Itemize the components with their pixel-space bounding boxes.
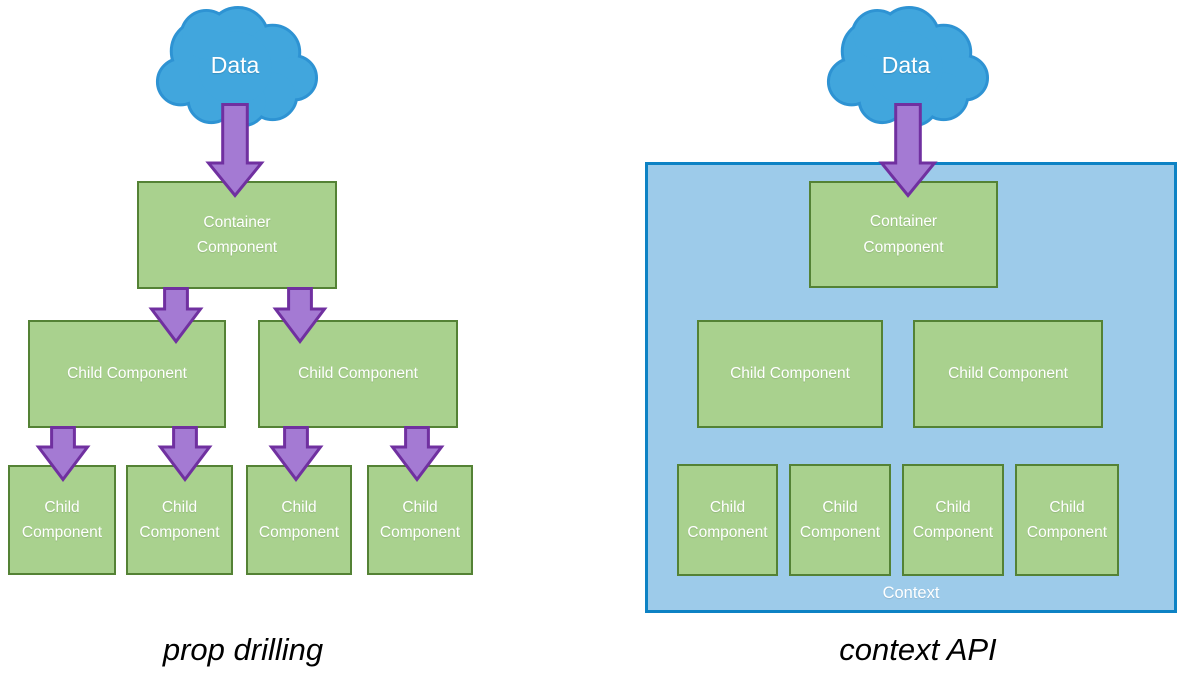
box-label: Child Component [21, 498, 103, 541]
box-label: Child Component [1026, 498, 1108, 541]
box-label: Child Component [139, 498, 220, 541]
child-component-box: Child Component [902, 464, 1004, 576]
box-label: Container Component [196, 213, 278, 256]
down-arrow-icon [148, 287, 204, 344]
down-arrow-icon [157, 426, 213, 482]
box-label: Container Component [863, 213, 944, 256]
box-label: Child Component [258, 498, 340, 541]
child-component-box: Child Component [1015, 464, 1119, 576]
container-component-box: Container Component [137, 181, 337, 289]
child-component-box: Child Component [697, 320, 883, 428]
child-component-box: Child Component [789, 464, 891, 576]
down-arrow-icon [878, 103, 938, 198]
box-label: Child Component [687, 498, 768, 541]
data-cloud-icon [155, 6, 319, 128]
box-label: Child Component [912, 498, 994, 541]
down-arrow-icon [35, 426, 91, 482]
child-component-box: Child Component [246, 465, 352, 575]
box-label: Child Component [799, 498, 881, 541]
child-component-box: Child Component [8, 465, 116, 575]
box-label: Child Component [298, 365, 418, 383]
child-component-box: Child Component [677, 464, 778, 576]
box-label: Child Component [948, 365, 1068, 383]
container-component-box: Container Component [809, 181, 998, 288]
box-label: Child Component [379, 498, 461, 541]
data-cloud-icon [826, 6, 990, 128]
context-label: Context [882, 584, 940, 602]
down-arrow-icon [268, 426, 324, 482]
child-component-box: Child Component [913, 320, 1103, 428]
down-arrow-icon [205, 103, 265, 198]
child-component-box: Child Component [367, 465, 473, 575]
down-arrow-icon [272, 287, 328, 344]
child-component-box: Child Component [126, 465, 233, 575]
box-label: Child Component [730, 365, 850, 383]
child-component-box: Child Component [258, 320, 458, 428]
box-label: Child Component [67, 365, 187, 383]
child-component-box: Child Component [28, 320, 226, 428]
down-arrow-icon [389, 426, 445, 482]
right-caption: context API [839, 632, 997, 667]
left-caption: prop drilling [162, 632, 324, 667]
